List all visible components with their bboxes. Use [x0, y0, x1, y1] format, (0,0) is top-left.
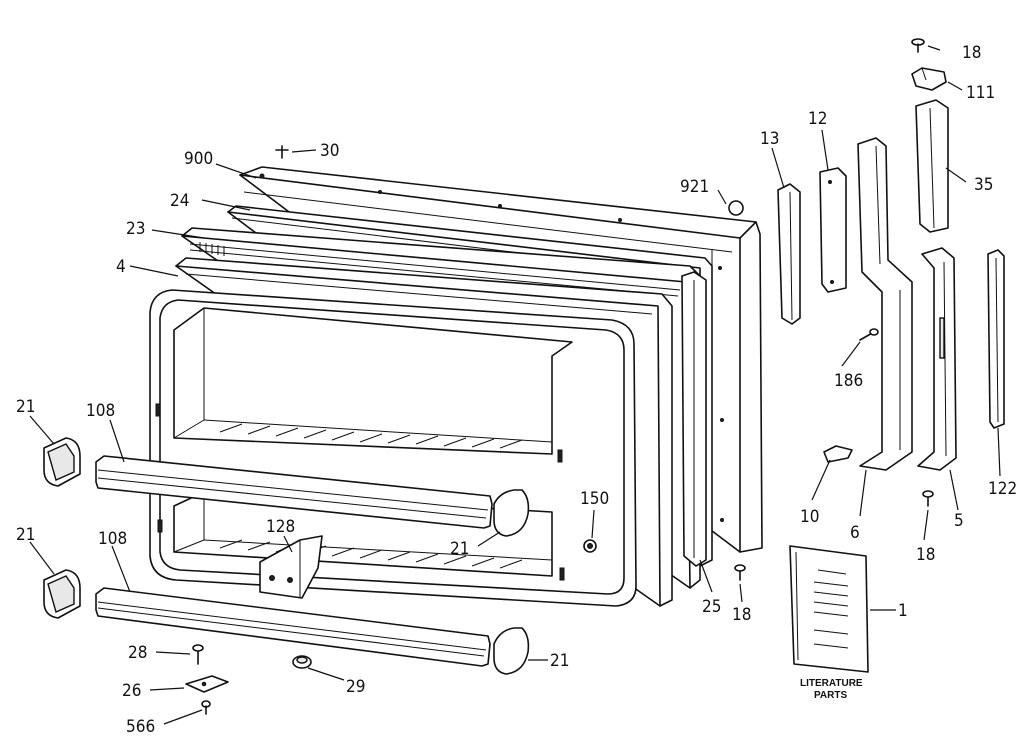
channel-35: [915, 99, 949, 233]
label-21-b: 21: [16, 525, 35, 545]
label-24: 24: [170, 191, 189, 211]
bracket-111: [911, 67, 947, 91]
label-186: 186: [834, 371, 863, 391]
literature-booklet-1: [789, 545, 869, 673]
label-13: 13: [760, 129, 779, 149]
end-cap-21-b: [43, 569, 81, 619]
label-26: 26: [122, 681, 141, 701]
label-10: 10: [800, 507, 819, 527]
label-18-right: 18: [916, 545, 935, 565]
door-strip-25: [681, 271, 707, 567]
screw-566: [201, 700, 211, 715]
plug-29: [292, 655, 312, 669]
label-30: 30: [320, 141, 339, 161]
case-plug: [728, 200, 744, 216]
literature-label: LITERATURE: [800, 678, 863, 689]
parts-label: PARTS: [814, 690, 847, 701]
label-18-mid: 18: [732, 605, 751, 625]
leader-lines: [29, 45, 1001, 725]
plug-150: [583, 539, 597, 553]
label-25: 25: [702, 597, 721, 617]
label-29: 29: [346, 677, 365, 697]
end-cap-21-d: [493, 627, 530, 675]
label-35: 35: [974, 175, 993, 195]
label-4: 4: [116, 257, 126, 277]
screw-18-mid: [734, 564, 746, 581]
label-1: 1: [898, 601, 908, 621]
label-28: 28: [128, 643, 147, 663]
strip-12: [819, 167, 847, 293]
label-921: 921: [680, 177, 709, 197]
plate-26: [185, 675, 229, 693]
label-21-d: 21: [550, 651, 569, 671]
label-5: 5: [954, 511, 964, 531]
screw-30: [275, 145, 289, 159]
label-21-a: 21: [16, 397, 35, 417]
label-23: 23: [126, 219, 145, 239]
literature-caption: LITERATURE PARTS: [800, 678, 863, 701]
label-18-top: 18: [962, 43, 981, 63]
strip-122: [987, 249, 1005, 429]
label-900: 900: [184, 149, 213, 169]
part-labels: 18 111 35 12 13 30 900 921 24 23 4 186 2…: [16, 43, 1017, 737]
door-shelf-bar-lower: [95, 587, 491, 667]
label-21-c: 21: [450, 539, 469, 559]
label-6: 6: [850, 523, 860, 543]
hinge-bracket-5: [917, 247, 957, 471]
end-cap-21-a: [43, 437, 81, 487]
label-150: 150: [580, 489, 609, 509]
hinge-bracket-6: [857, 137, 913, 471]
label-128: 128: [266, 517, 295, 537]
label-111: 111: [966, 83, 995, 103]
clip-10: [823, 445, 853, 463]
door-shelf-bar-upper: [95, 455, 493, 529]
screw-18-top: [911, 38, 925, 53]
label-12: 12: [808, 109, 827, 129]
screw-18-right: [922, 490, 934, 507]
screw-28: [192, 644, 204, 665]
bracket-128: [259, 535, 323, 599]
inner-door-panel: [149, 289, 637, 607]
label-566: 566: [126, 717, 155, 737]
label-108-b: 108: [98, 529, 127, 549]
strip-13: [777, 183, 801, 325]
screw-186: [859, 328, 879, 341]
label-122: 122: [988, 479, 1017, 499]
label-108-a: 108: [86, 401, 115, 421]
